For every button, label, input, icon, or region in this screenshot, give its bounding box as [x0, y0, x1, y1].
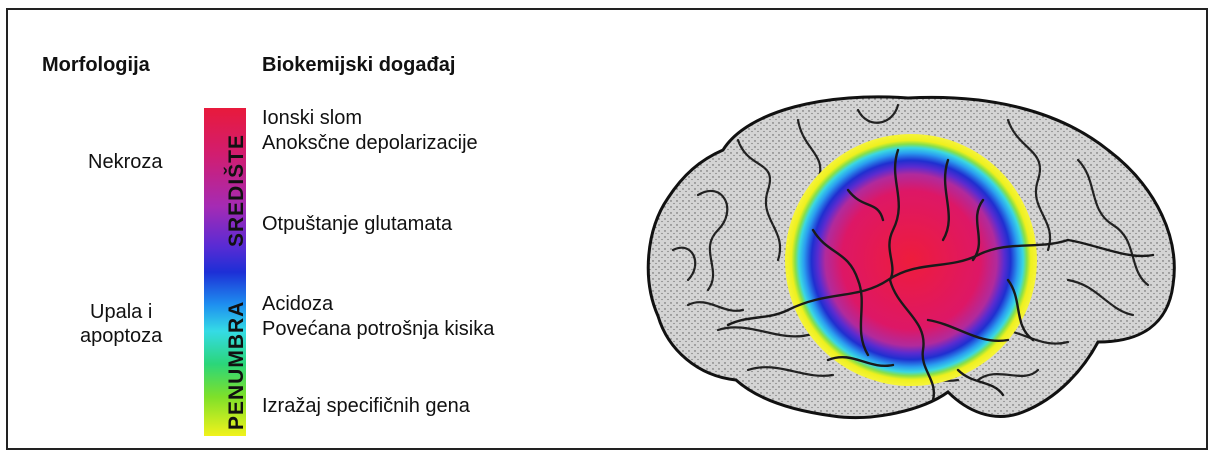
event-increased-oxygen-use: Povećana potrošnja kisika — [262, 317, 494, 341]
event-anoxic-depolarization: Anoksčne depolarizacije — [262, 131, 478, 155]
inflammation-label-line2: apoptoza — [80, 324, 162, 348]
biochemical-event-header: Biokemijski događaj — [262, 54, 455, 77]
morphology-header: Morfologija — [42, 54, 150, 77]
brain-illustration — [628, 80, 1188, 440]
ischemic-lesion — [785, 134, 1037, 386]
necrosis-label: Nekroza — [88, 151, 162, 173]
event-glutamate-release: Otpuštanje glutamata — [262, 212, 452, 236]
core-bar-label: SREDIŠTE — [225, 134, 249, 247]
figure-frame: Morfologija Biokemijski događaj Nekroza … — [6, 8, 1208, 450]
inflammation-label-line1: Upala i — [80, 300, 162, 324]
event-ionic-failure: Ionski slom — [262, 106, 362, 130]
penumbra-bar-label: PENUMBRA — [225, 301, 249, 430]
morphology-inflammation-apoptosis: Upala i apoptoza — [80, 300, 162, 348]
event-acidosis: Acidoza — [262, 292, 333, 316]
morphology-necrosis: Nekroza — [88, 150, 162, 174]
event-gene-expression: Izražaj specifičnih gena — [262, 394, 470, 418]
